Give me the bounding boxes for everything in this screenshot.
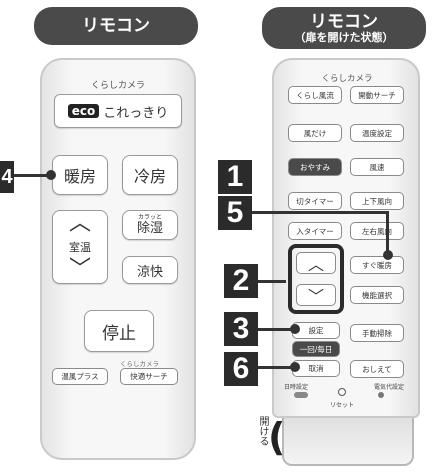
callout-5-line xyxy=(252,211,388,214)
callout-4: 4 xyxy=(0,161,14,193)
wind-speed-label: 風速 xyxy=(369,162,385,172)
wind-speed-button[interactable]: 風速 xyxy=(350,158,404,176)
open-text: 開ける xyxy=(257,416,268,446)
eco-badge: eco xyxy=(67,104,100,118)
callout-6-line xyxy=(258,366,294,369)
setting-label: 設定 xyxy=(308,326,324,335)
power-cost-button[interactable] xyxy=(378,392,384,398)
callout-6-dot xyxy=(290,362,300,372)
callout-5-line-drop xyxy=(386,211,389,255)
callout-1: 1 xyxy=(218,160,252,194)
right-remote: くらしカメラ くらし風流 開動サーチ 風だけ 温度設定 おやすみ 風速 切タイマ… xyxy=(272,58,420,418)
chevron-up-icon: ︿ xyxy=(307,255,324,274)
sweep-search-label: 開動サーチ xyxy=(358,90,396,100)
off-timer-label: 切タイマー xyxy=(296,196,334,206)
cool-fast-button[interactable]: 涼快 xyxy=(122,256,178,284)
cool-label: 冷房 xyxy=(133,167,166,186)
callout-3-line xyxy=(258,328,294,331)
open-arrow-icon: ( xyxy=(268,415,286,459)
left-brand-small: くらしカメラ xyxy=(120,360,159,368)
mode-select-label: 機能選択 xyxy=(362,290,392,300)
reset-label: リセット xyxy=(330,402,355,409)
callout-3-dot xyxy=(290,324,300,334)
callout-5-label: 5 xyxy=(226,196,244,229)
wind-only-button[interactable]: 風だけ xyxy=(288,124,342,142)
left-header: リモコン xyxy=(34,7,198,45)
stop-button[interactable]: 停止 xyxy=(84,310,154,352)
callout-4-label: 4 xyxy=(1,166,13,188)
callout-1-label: 1 xyxy=(226,160,244,193)
temp-up-button[interactable]: ︿ xyxy=(296,252,336,274)
temp-label: 室温 xyxy=(69,241,91,254)
kurashi-wind-label: くらし風流 xyxy=(296,90,334,100)
left-remote: くらしカメラ eco これっきり 暖房 冷房 ︿ 室温 ﹀ カラッと 除湿 涼快… xyxy=(40,58,196,460)
updown-button[interactable]: 上下風向 xyxy=(350,192,404,210)
once-daily-label: 一回/毎日 xyxy=(299,344,333,354)
sweep-search-button[interactable]: 開動サーチ xyxy=(350,86,404,104)
left-brand-label: くらしカメラ xyxy=(90,81,145,91)
power-cost-label: 電気代設定 xyxy=(374,384,405,391)
on-timer-button[interactable]: 入タイマー xyxy=(288,222,342,240)
callout-3-label: 3 xyxy=(232,312,250,345)
right-header-subtitle: （扉を開けた状態） xyxy=(294,30,394,44)
temp-down-button[interactable]: ﹀ xyxy=(296,284,336,306)
temp-rocker[interactable]: ︿ 室温 ﹀ xyxy=(52,210,108,284)
right-header-title: リモコン xyxy=(310,11,378,32)
wind-plus-label: 温風プラス xyxy=(61,372,99,381)
callout-2: 2 xyxy=(224,264,258,298)
on-timer-label: 入タイマー xyxy=(296,226,334,236)
leftright-label: 左右風向 xyxy=(362,226,392,236)
callout-2-label: 2 xyxy=(232,264,250,297)
datetime-label: 日時設定 xyxy=(284,384,309,391)
manual-clean-button[interactable]: 手動掃除 xyxy=(350,324,404,342)
datetime-button[interactable] xyxy=(294,392,308,398)
cancel-label: 取消 xyxy=(308,364,324,373)
dry-button[interactable]: カラッと 除湿 xyxy=(122,210,178,240)
dry-small-label: カラッと xyxy=(137,214,162,221)
reset-pinhole[interactable] xyxy=(338,388,346,396)
callout-6: 6 xyxy=(224,352,258,386)
callout-5-dot xyxy=(383,250,393,260)
off-timer-button[interactable]: 切タイマー xyxy=(288,192,342,210)
quick-heat-label: すぐ暖房 xyxy=(362,260,392,270)
heat-label: 暖房 xyxy=(63,167,96,186)
callout-6-label: 6 xyxy=(232,352,250,385)
callout-5: 5 xyxy=(218,196,252,230)
right-header: リモコン （扉を開けた状態） xyxy=(262,7,426,49)
wind-plus-button[interactable]: 温風プラス xyxy=(52,368,108,385)
mode-select-button[interactable]: 機能選択 xyxy=(350,286,404,304)
cool-fast-label: 涼快 xyxy=(136,264,163,280)
temp-set-button[interactable]: 温度設定 xyxy=(350,124,404,142)
eco-text: これっきり xyxy=(103,105,169,121)
chevron-up-icon[interactable]: ︿ xyxy=(68,211,91,236)
eco-button[interactable]: eco これっきり xyxy=(54,94,182,128)
cool-button[interactable]: 冷房 xyxy=(122,155,178,195)
chevron-down-icon[interactable]: ﹀ xyxy=(68,257,91,282)
door-flap[interactable] xyxy=(282,418,414,466)
right-brand-label: くらしカメラ xyxy=(321,74,373,84)
fast-search-button[interactable]: 快適サーチ xyxy=(120,368,178,385)
manual-clean-label: 手動掃除 xyxy=(362,328,392,338)
callout-3: 3 xyxy=(224,312,258,346)
sleep-button[interactable]: おやすみ xyxy=(288,158,342,176)
teach-button[interactable]: おしえて xyxy=(350,360,404,378)
fast-search-label: 快適サーチ xyxy=(130,372,168,381)
leftright-button[interactable]: 左右風向 xyxy=(350,222,404,240)
kurashi-wind-button[interactable]: くらし風流 xyxy=(288,86,342,104)
once-daily-button[interactable]: 一回/毎日 xyxy=(292,341,340,357)
quick-heat-button[interactable]: すぐ暖房 xyxy=(350,256,404,274)
callout-4-dot xyxy=(46,170,56,180)
heat-button[interactable]: 暖房 xyxy=(52,155,108,195)
callout-2-line xyxy=(258,280,286,283)
rocker-highlight-frame xyxy=(288,244,344,314)
stop-label: 停止 xyxy=(102,323,136,344)
sleep-label: おやすみ xyxy=(300,162,330,172)
updown-label: 上下風向 xyxy=(362,196,392,206)
dry-label: 除湿 xyxy=(136,221,163,236)
chevron-down-icon: ﹀ xyxy=(307,287,324,306)
wind-only-label: 風だけ xyxy=(303,128,327,138)
teach-label: おしえて xyxy=(362,364,392,374)
temp-set-label: 温度設定 xyxy=(362,128,392,138)
callout-4-line xyxy=(14,174,52,177)
